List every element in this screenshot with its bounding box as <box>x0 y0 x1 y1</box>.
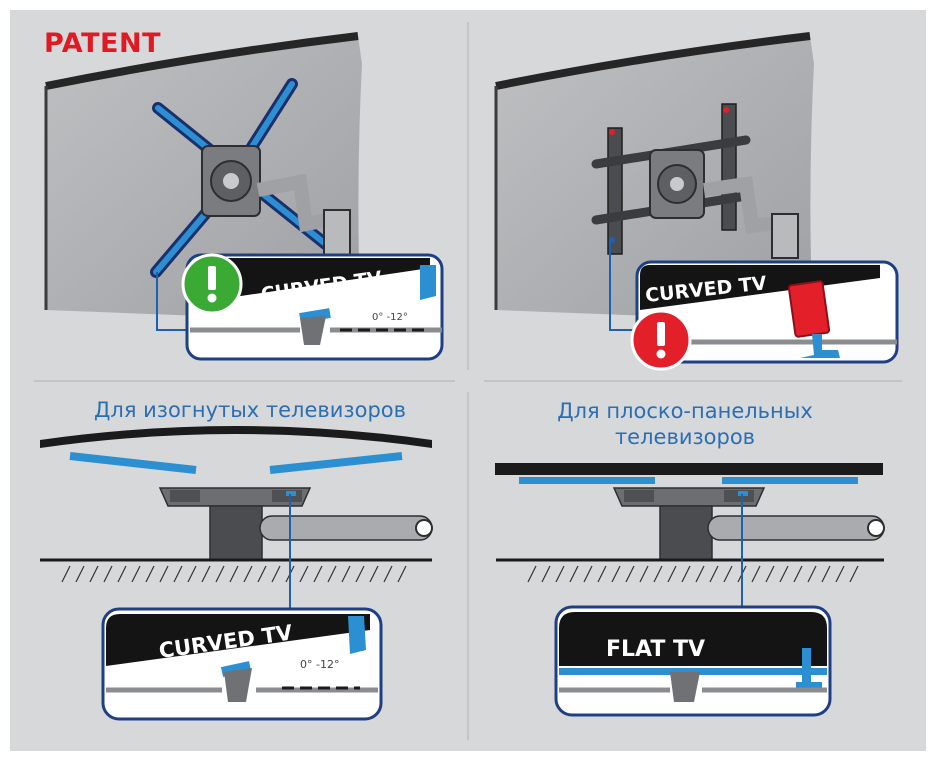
pin-red <box>609 129 615 135</box>
curved-tv-body <box>40 426 432 448</box>
curved-tv-top-edge <box>45 32 359 90</box>
angle-label: 0° -12° <box>300 658 339 671</box>
mount-arm <box>707 515 885 541</box>
callout-bracket-flat <box>559 668 827 675</box>
callout-clamp <box>224 668 252 702</box>
flat-bracket-right <box>722 477 858 484</box>
mount-marker <box>286 491 296 496</box>
mount-clamp-left <box>624 490 654 502</box>
callout-top-right: CURVED TV <box>630 260 899 371</box>
wall-hatch <box>61 565 407 583</box>
callout-top-left: CURVED TV 0° -12° <box>181 253 444 361</box>
caption-flat-line2: телевизоров <box>614 425 756 449</box>
curved-tv-top-edge <box>495 32 811 90</box>
exclamation-icon <box>208 266 216 290</box>
bracket-arm-b-highlight <box>153 81 295 275</box>
angle-label: 0° -12° <box>372 312 408 323</box>
exclamation-dot <box>656 349 666 359</box>
mount-arm <box>259 515 433 541</box>
callout-flat-band <box>559 612 827 666</box>
callout-bracket-segment <box>220 661 252 677</box>
callout-curved-band <box>640 265 880 310</box>
wall-plate <box>323 209 351 257</box>
arm-pivot <box>415 519 433 537</box>
patent-label: PATENT <box>44 28 161 59</box>
flat-bracket-left <box>519 477 655 484</box>
mount-arm <box>256 173 340 233</box>
callout-bracket-end <box>802 648 811 682</box>
mount-marker <box>738 491 748 496</box>
mount-hub-center <box>670 177 684 191</box>
callout-label: FLAT TV <box>606 637 705 662</box>
pin-red <box>723 107 729 113</box>
callout-bracket-end <box>348 616 366 654</box>
mount-column <box>659 505 713 561</box>
top-right-scene <box>494 32 814 331</box>
mount-hub-center <box>223 173 239 189</box>
exclamation-icon <box>657 322 665 346</box>
exclamation-dot <box>207 293 217 303</box>
flat-tv-body <box>495 463 883 475</box>
arm-pivot <box>867 519 885 537</box>
mount-column <box>209 505 263 561</box>
bottom-left-scene <box>40 426 433 610</box>
callout-bracket-end <box>420 265 436 300</box>
callout-curved-band <box>106 614 370 666</box>
callout-connector <box>156 272 188 331</box>
mount-clamp-left <box>170 490 200 502</box>
caption-curved-tv: Для изогнутых телевизоров <box>94 398 406 422</box>
top-left-scene <box>44 32 362 331</box>
mount-arm <box>703 176 787 234</box>
caption-flat-tv: Для плоско-панельных телевизоров <box>510 398 860 450</box>
callout-bracket-segment <box>299 308 331 323</box>
bottom-right-scene <box>495 463 885 608</box>
incompatible-spacer <box>787 280 831 338</box>
callout-connector <box>609 240 640 331</box>
callout-bracket-foot <box>800 334 840 358</box>
curved-bracket-right <box>269 452 403 474</box>
callout-curved-band <box>190 258 430 300</box>
callout-bottom-right: FLAT TV <box>554 605 832 717</box>
wall-hatch <box>527 565 859 583</box>
flat-rail-left <box>607 127 623 255</box>
flat-rail-right <box>721 103 737 231</box>
callout-clamp <box>670 672 700 702</box>
caption-flat-line1: Для плоско-панельных <box>557 399 813 423</box>
wall-plate <box>771 213 799 259</box>
curved-bracket-left <box>69 452 197 474</box>
callout-clamp <box>300 316 326 345</box>
callout-bottom-left: CURVED TV 0° -12° <box>101 607 383 721</box>
